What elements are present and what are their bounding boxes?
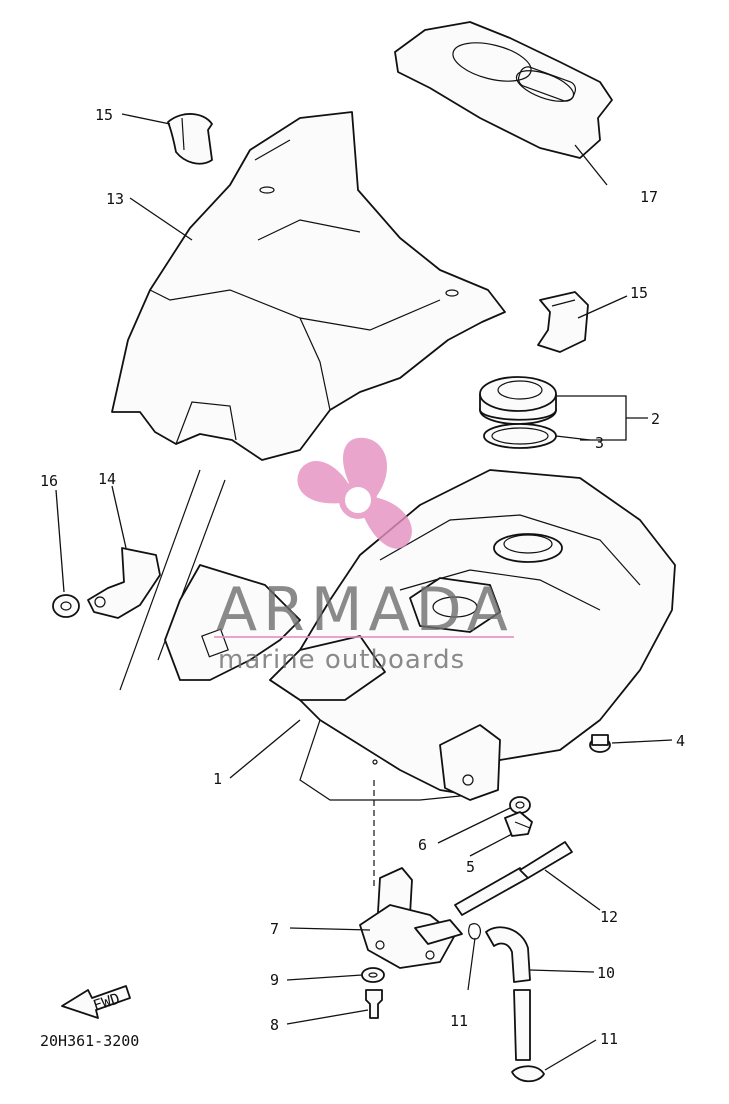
part-2-filler-cap [479,376,557,425]
fwd-arrow: FWD [61,985,131,1019]
fwd-label: FWD [91,989,122,1014]
callout-15-upper: 15 [95,106,113,124]
part-17-cover-plate [394,21,613,159]
callout-3: 3 [595,434,604,452]
part-8-bolt [365,989,383,1019]
part-15-clip-upper [167,113,213,165]
callout-1: 1 [213,770,222,788]
watermark: ARMADA marine outboards [214,437,514,675]
part-11-clip-lower [511,1065,545,1083]
watermark-brand: ARMADA [216,575,514,645]
part-12-hose [454,841,573,916]
part-1-fuel-tank [269,469,676,801]
callout-13: 13 [106,190,124,208]
part-16-nut [52,594,80,618]
part-9-washer [361,967,385,983]
callout-16: 16 [40,472,58,490]
callout-8: 8 [270,1016,279,1034]
leader-lines [55,113,673,1071]
part-10-hose [485,926,531,1061]
part-6-washer [509,796,531,814]
diagram-code: 20H361-3200 [40,1032,139,1050]
callout-6: 6 [418,836,427,854]
callout-7: 7 [270,920,279,938]
part-14-bracket [87,547,161,619]
callout-4: 4 [676,732,685,750]
propeller-logo [297,437,412,549]
watermark-tagline: marine outboards [218,645,465,675]
callout-12: 12 [600,908,618,926]
callout-5: 5 [466,858,475,876]
callout-15-right: 15 [630,284,648,302]
frame-lines [119,469,301,691]
callout-9: 9 [270,971,279,989]
callout-10: 10 [597,964,615,982]
callout-11-upper: 11 [450,1012,468,1030]
part-15-clip-right [537,291,589,353]
watermark-underline [214,636,514,638]
callout-11-lower: 11 [600,1030,618,1048]
part-13-shroud [111,111,506,461]
part-11-clip-upper [467,923,482,991]
callout-2: 2 [651,410,660,428]
part-3-gasket [483,423,557,449]
part-5-bolt [504,811,533,837]
callout-14: 14 [98,470,116,488]
callout-17: 17 [640,188,658,206]
part-4-grommet [589,734,611,753]
part-7-fuel-cock [359,867,463,969]
callout-labels: 1 2 3 4 5 6 7 8 9 10 11 11 12 13 14 15 1… [40,106,685,1048]
